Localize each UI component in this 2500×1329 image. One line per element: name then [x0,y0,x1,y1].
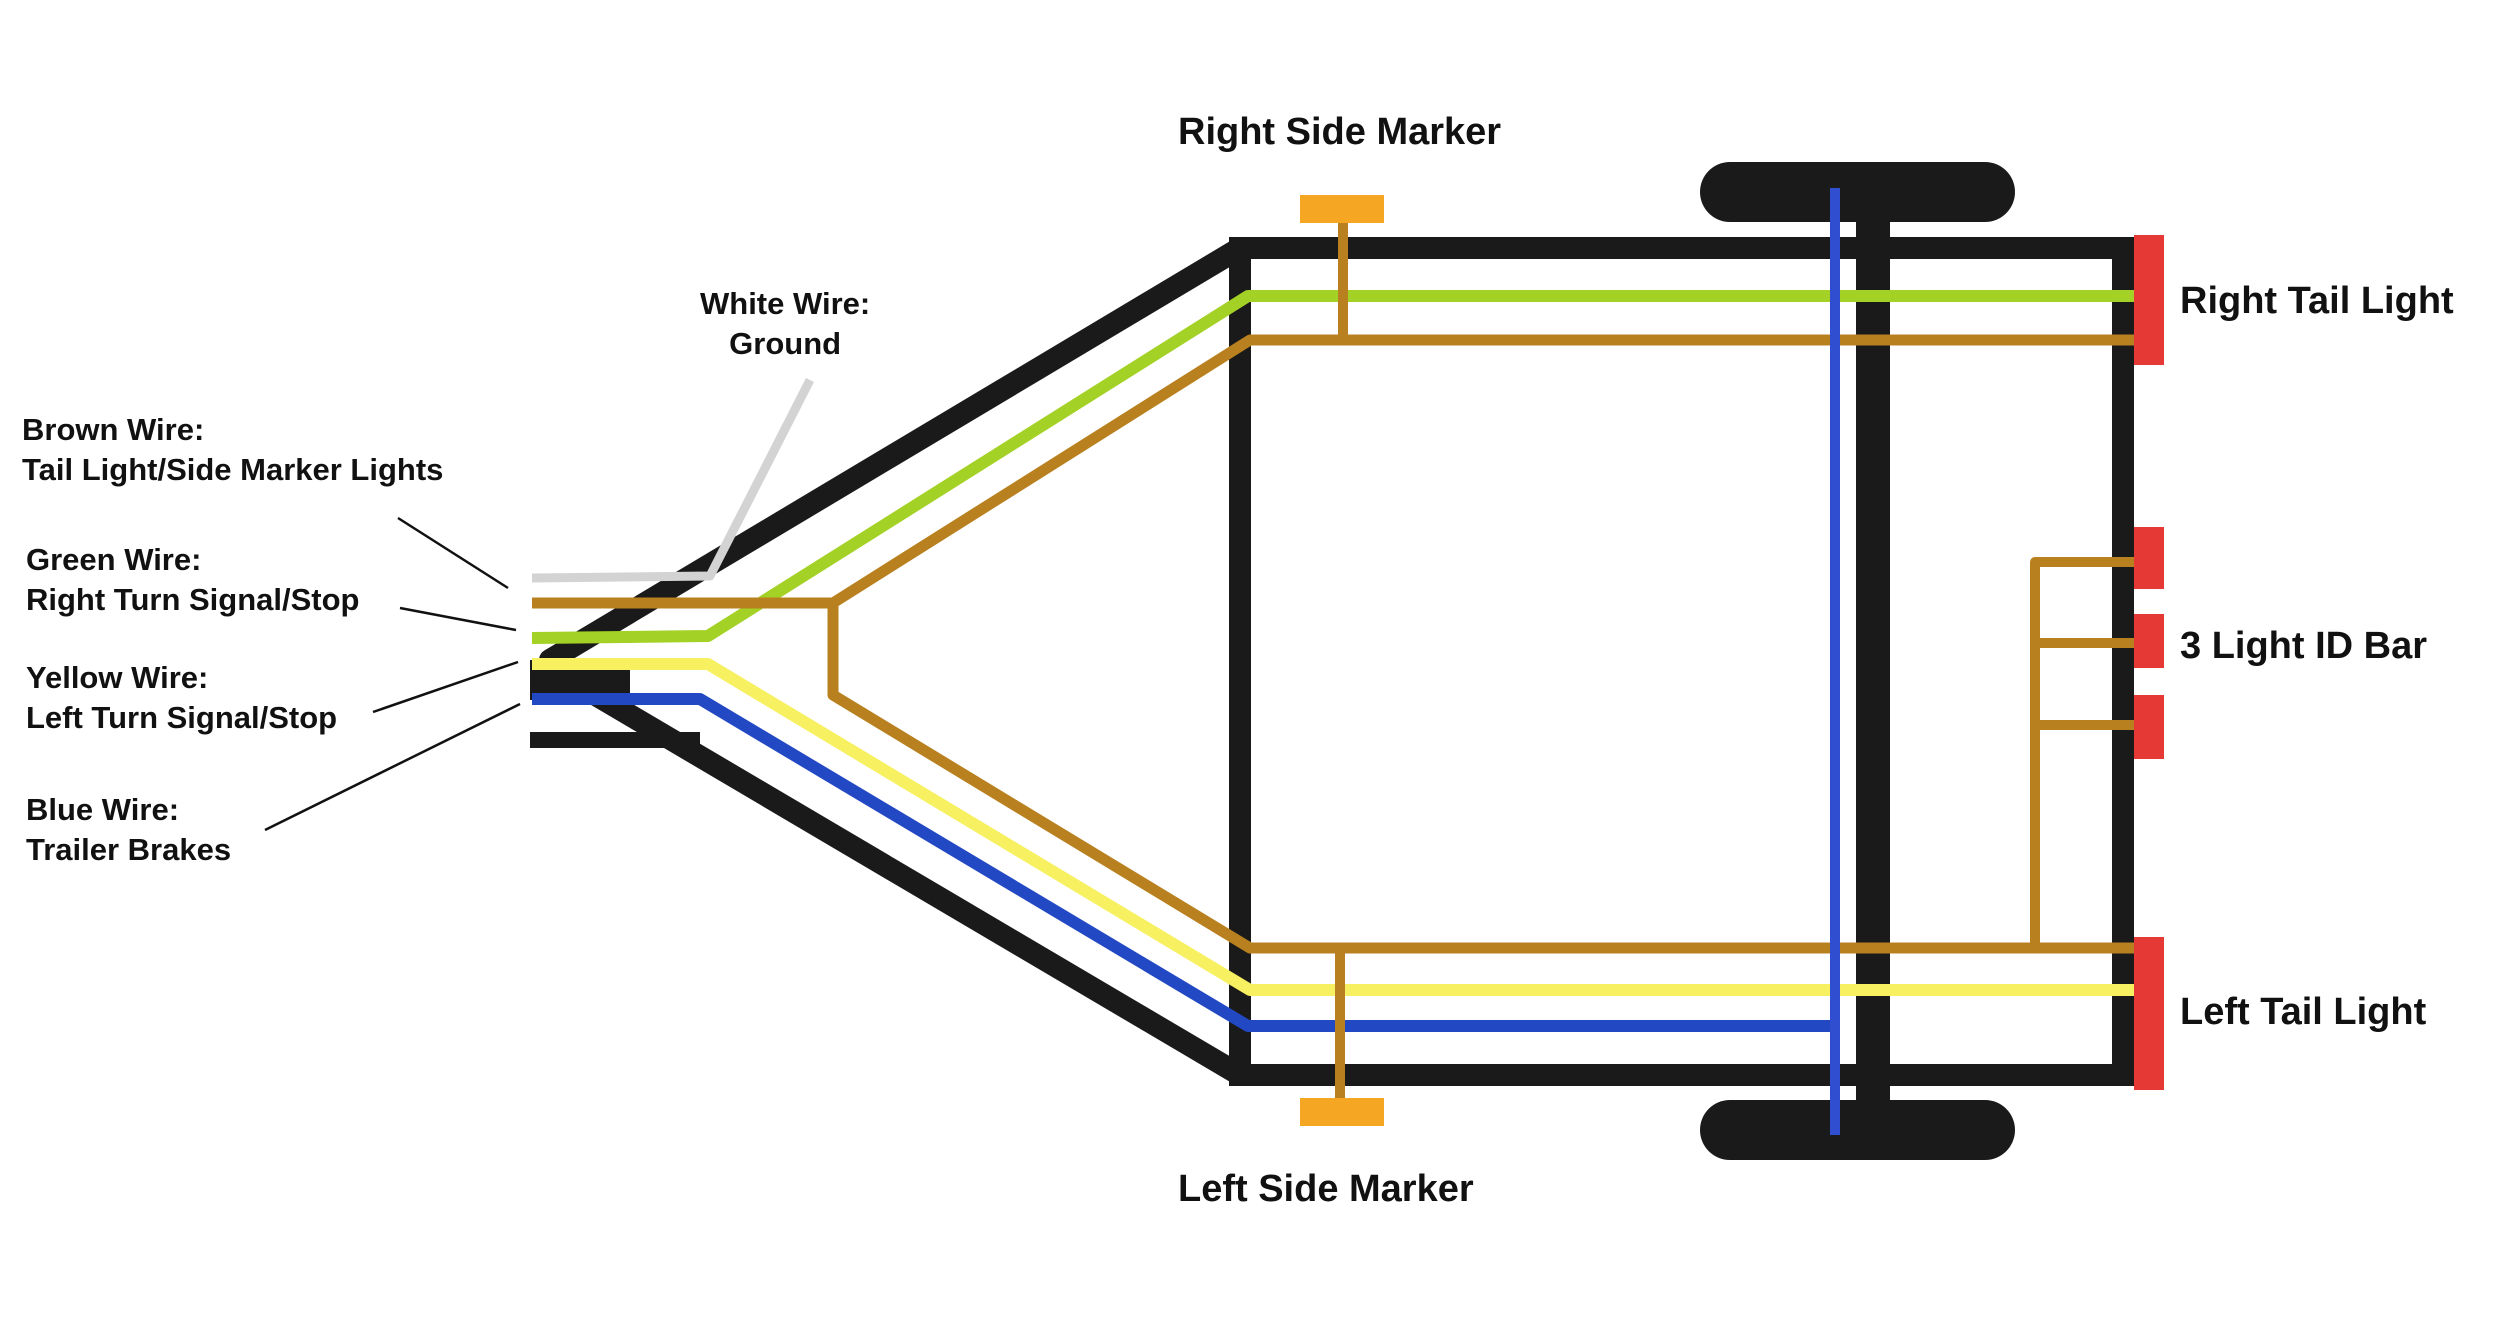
yellow-wire-desc: Left Turn Signal/Stop [26,700,338,736]
trailer-frame [530,237,2134,1086]
green-wire-desc: Right Turn Signal/Stop [26,582,360,618]
blue-wire-desc: Trailer Brakes [26,832,232,868]
blue-wire-leader [264,702,521,832]
blue-wire-title: Blue Wire: [26,792,180,827]
left-side-marker-label: Left Side Marker [1178,1168,1474,1210]
green-wire [531,290,2135,644]
right-side-marker-label: Right Side Marker [1178,111,1502,153]
id-bar-label: 3 Light ID Bar [2180,625,2428,667]
green-wire-leader [399,606,517,632]
trailer-bed-frame [1229,237,2134,1086]
id-bar-light-top [2134,527,2164,589]
green-wire-title: Green Wire: [26,542,202,577]
white-wire-desc: Ground [729,326,842,362]
tongue-top-beam [539,237,1251,671]
brown-wire-leader [397,516,509,590]
right-tail-light-label: Right Tail Light [2180,280,2454,322]
yellow-wire-label: Yellow Wire: Left Turn Signal/Stop [26,658,337,739]
white-wire [531,377,815,583]
yellow-wire [532,658,2135,996]
yellow-wire-leader [372,660,519,714]
wires [531,188,2135,1135]
right-side-marker-light [1300,195,1384,223]
white-wire-title: White Wire: [700,286,871,321]
lights [1300,195,2164,1126]
id-bar-light-middle [2134,614,2164,668]
yellow-wire-title: Yellow Wire: [26,660,209,695]
brown-wire-left [827,603,2135,954]
white-wire-label: White Wire: Ground [700,284,870,365]
brown-wire-title: Brown Wire: [22,412,205,447]
id-bar-wire [2030,557,2135,948]
green-wire-label: Green Wire: Right Turn Signal/Stop [26,540,360,621]
right-wheel [1700,162,2015,222]
brown-wire-label: Brown Wire: Tail Light/Side Marker Light… [22,410,443,491]
brown-wire-right [532,334,2135,609]
brown-wire-desc: Tail Light/Side Marker Lights [22,452,444,488]
axle-assembly [1700,162,2015,1160]
left-side-marker-light [1300,1098,1384,1126]
blue-wire-label: Blue Wire: Trailer Brakes [26,790,231,871]
blue-wire [532,693,1835,1032]
id-bar-light-bottom [2134,695,2164,759]
left-wheel [1700,1100,2015,1160]
callout-leaders [264,516,521,832]
left-tail-light [2134,937,2164,1090]
right-tail-light [2134,235,2164,365]
left-tail-light-label: Left Tail Light [2180,991,2427,1033]
